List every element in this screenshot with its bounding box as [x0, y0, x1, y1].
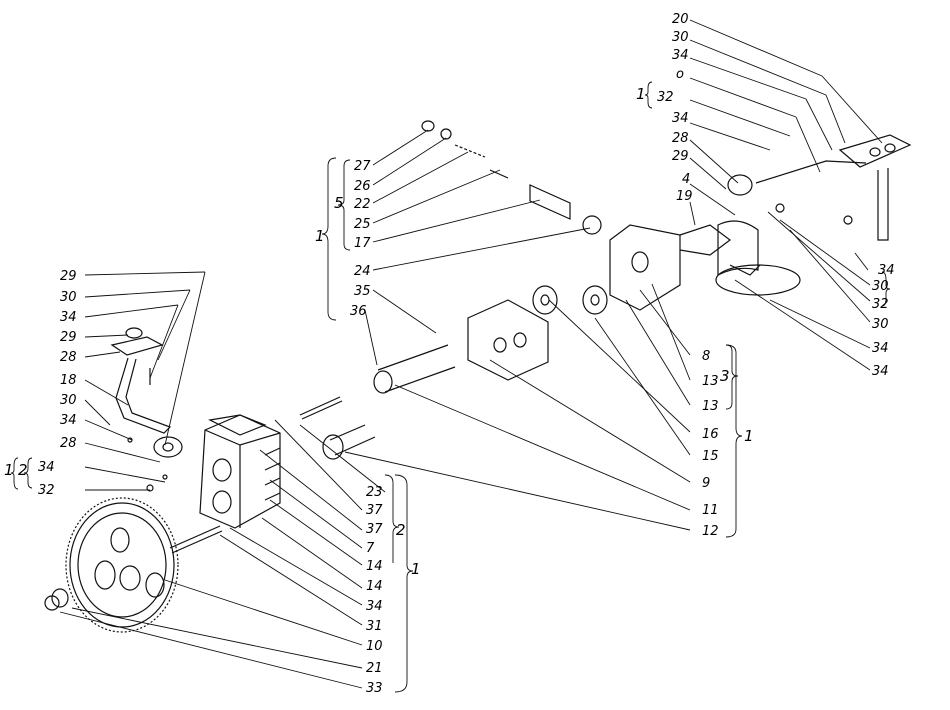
callout: 25: [354, 217, 371, 232]
callout: 19: [676, 189, 693, 204]
callout: 13: [702, 399, 719, 414]
callout: 34: [60, 310, 77, 325]
callout: 30: [672, 30, 689, 45]
callout: 30: [60, 290, 77, 305]
callout: 7: [366, 541, 375, 556]
callout: 33: [366, 681, 383, 696]
callout: 32: [657, 90, 674, 105]
callout: 20: [672, 12, 689, 27]
callout: 26: [354, 179, 371, 194]
callout: 30: [60, 393, 77, 408]
callout: 21: [366, 661, 383, 676]
callout: 30: [872, 279, 889, 294]
callout: 29: [60, 269, 77, 284]
callout: 29: [672, 149, 689, 164]
callout: 14: [366, 559, 383, 574]
cover-plate: [467, 285, 608, 381]
callout: 9: [702, 476, 711, 491]
callout: 17: [354, 236, 371, 251]
callout: 16: [702, 427, 719, 442]
callout-group: 1: [411, 560, 421, 578]
callout-group: 1: [315, 227, 325, 245]
right-lever: [727, 134, 912, 241]
callout: 24: [354, 264, 371, 279]
callout: 34: [878, 263, 895, 278]
callout: 34: [872, 341, 889, 356]
callout: 36: [350, 304, 367, 319]
callout: 13: [702, 374, 719, 389]
callout: 11: [702, 503, 719, 518]
callout: 34: [872, 364, 889, 379]
callout: 34: [672, 48, 689, 63]
callout: 32: [38, 483, 55, 498]
callout: 34: [38, 460, 55, 475]
callout: 4: [682, 172, 691, 187]
callout: 35: [354, 284, 371, 299]
callout: 34: [672, 111, 689, 126]
callout: 15: [702, 449, 719, 464]
callout: 23: [366, 485, 383, 500]
shafts: [169, 344, 456, 554]
pump-housing-right: [609, 220, 801, 311]
callout: 8: [702, 349, 711, 364]
callout-group: 2: [18, 461, 28, 479]
callout: 28: [60, 436, 77, 451]
left-lever: [110, 327, 183, 492]
callout: 10: [366, 639, 383, 654]
callout: 32: [872, 297, 889, 312]
callout-group: 5: [334, 194, 344, 212]
callout-group: 3: [720, 367, 730, 385]
callout: 22: [354, 197, 371, 212]
callout: 27: [354, 159, 371, 174]
callout-group: 1: [744, 427, 754, 445]
callout: 34: [60, 413, 77, 428]
callout: 30: [872, 317, 889, 332]
callout: 29: [60, 330, 77, 345]
large-gear: [44, 497, 179, 633]
callout: 31: [366, 619, 383, 634]
callout: 18: [60, 373, 77, 388]
callout: 28: [672, 131, 689, 146]
callout: 28: [60, 350, 77, 365]
callout-group: 1: [636, 85, 646, 103]
callout: 37: [366, 503, 383, 518]
callout-group: 2: [396, 521, 406, 539]
leader-lines: [10, 19, 891, 693]
callout: o: [676, 67, 684, 82]
callout: 37: [366, 522, 383, 537]
valve-assembly: [421, 120, 602, 235]
callout: 14: [366, 579, 383, 594]
pump-body-left: [199, 414, 281, 529]
callout: 12: [702, 524, 719, 539]
callout-group: 1: [4, 461, 14, 479]
callout: 34: [366, 599, 383, 614]
